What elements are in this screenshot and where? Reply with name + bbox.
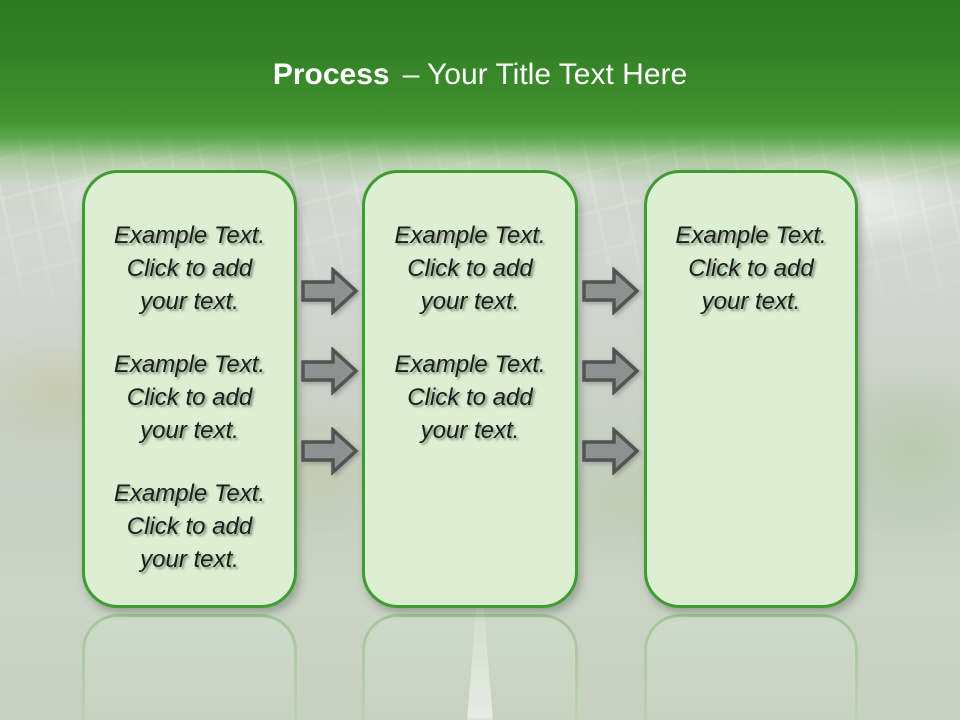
placeholder-text[interactable]: Example Text. Click to add your text.	[394, 222, 546, 315]
process-step-3[interactable]: Example Text. Click to add your text.	[644, 170, 858, 608]
field-center-line	[467, 598, 493, 720]
slide-title[interactable]: Process – Your Title Text Here	[0, 54, 960, 96]
slide-title-keyword: Process	[272, 58, 390, 91]
arrow-right-icon[interactable]	[301, 347, 359, 395]
arrow-right-icon[interactable]	[582, 347, 640, 395]
process-step-1[interactable]: Example Text. Click to add your text. Ex…	[82, 170, 297, 608]
box-reflection-1	[82, 614, 297, 720]
arrow-right-icon[interactable]	[301, 267, 359, 315]
process-step-2[interactable]: Example Text. Click to add your text. Ex…	[362, 170, 578, 608]
placeholder-text[interactable]: Example Text. Click to add your text.	[394, 351, 546, 444]
placeholder-text[interactable]: Example Text. Click to add your text.	[113, 222, 266, 315]
arrow-right-icon[interactable]	[582, 427, 640, 475]
placeholder-text[interactable]: Example Text. Click to add your text.	[113, 480, 266, 573]
box-reflection-3	[644, 614, 858, 720]
slide-title-text: – Your Title Text Here	[402, 58, 688, 91]
arrow-right-icon[interactable]	[301, 427, 359, 475]
arrow-right-icon[interactable]	[582, 267, 640, 315]
box-reflection-2	[362, 614, 578, 720]
placeholder-text[interactable]: Example Text. Click to add your text.	[675, 222, 827, 315]
placeholder-text[interactable]: Example Text. Click to add your text.	[113, 351, 266, 444]
